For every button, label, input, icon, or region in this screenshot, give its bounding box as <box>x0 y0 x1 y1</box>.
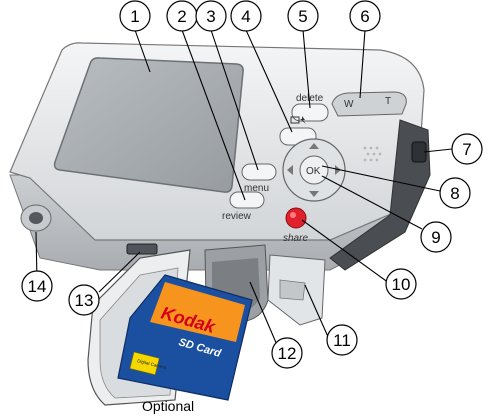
callout-label: 4 <box>241 7 250 26</box>
share-button[interactable]: share <box>283 207 308 244</box>
review-label: review <box>222 211 252 222</box>
delete-label: delete <box>296 93 324 104</box>
callout-10: 10 <box>385 268 417 300</box>
speaker-grille <box>363 146 382 162</box>
menu-button[interactable]: menu <box>241 163 277 194</box>
delete-button[interactable]: delete <box>291 93 329 122</box>
optional-caption: Optional <box>142 398 194 414</box>
mode-flash-icon <box>290 116 306 124</box>
callout-label: 9 <box>431 228 440 247</box>
callout-label: 3 <box>206 7 215 26</box>
callout-4: 4 <box>230 0 262 32</box>
menu-label: menu <box>244 183 269 194</box>
leader-lines <box>35 29 453 353</box>
callout-label: 10 <box>392 275 411 294</box>
ok-label: OK <box>306 166 321 177</box>
arrow-down-icon <box>309 191 319 197</box>
callout-9: 9 <box>420 221 452 253</box>
zoom-wide-label: W <box>344 99 354 110</box>
joystick-control[interactable]: OK <box>282 138 346 202</box>
review-button[interactable]: review <box>222 191 265 222</box>
callout-label: 1 <box>130 7 139 26</box>
callout-label: 6 <box>360 7 369 26</box>
callout-label: 12 <box>278 344 297 363</box>
arrow-right-icon <box>335 165 341 175</box>
lcd-screen <box>53 57 244 193</box>
callout-2: 2 <box>166 0 198 32</box>
arrow-up-icon <box>309 143 319 149</box>
callout-7: 7 <box>451 133 483 165</box>
callout-5: 5 <box>287 0 319 32</box>
callout-6: 6 <box>349 0 381 32</box>
callout-label: 8 <box>450 184 459 203</box>
callout-label: 7 <box>462 140 471 159</box>
strap-post <box>411 141 427 163</box>
zoom-lever[interactable]: W T <box>331 91 407 117</box>
callout-3: 3 <box>195 0 227 32</box>
callout-14: 14 <box>21 270 53 302</box>
share-label: share <box>283 233 308 244</box>
callout-label: 13 <box>75 291 94 310</box>
callout-13: 13 <box>68 284 100 316</box>
callout-1: 1 <box>119 0 151 32</box>
arrow-left-icon <box>287 165 293 175</box>
callout-label: 2 <box>177 7 186 26</box>
battery-door <box>267 254 326 326</box>
callout-11: 11 <box>326 324 358 356</box>
sd-card: Kodak SD Card Digital Camera <box>117 274 253 401</box>
callout-label: 5 <box>298 7 307 26</box>
callout-12: 12 <box>271 337 303 369</box>
callout-label: 11 <box>333 331 351 350</box>
usb-port <box>126 243 158 255</box>
zoom-tele-label: T <box>385 96 391 107</box>
callout-label: 14 <box>28 277 47 296</box>
tripod-socket <box>20 204 52 232</box>
callout-8: 8 <box>439 177 471 209</box>
